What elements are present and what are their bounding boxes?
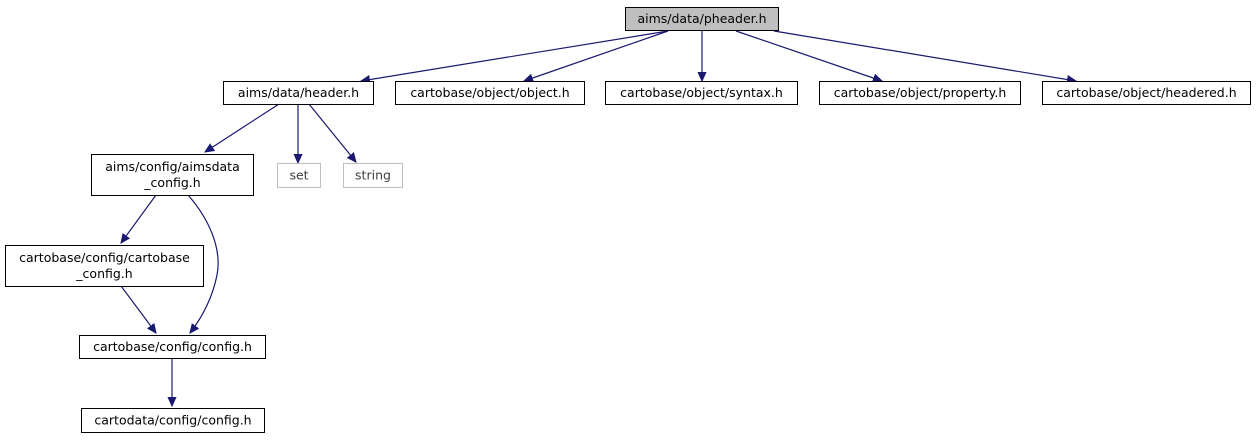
node-headered[interactable]: cartobase/object/headered.h [1042,81,1251,105]
node-label: set [289,168,308,183]
node-string: string [343,163,403,188]
edge-cartobase_config-to-cb_config [120,285,156,333]
node-pheader[interactable]: aims/data/pheader.h [625,7,779,31]
node-aimsdata_config[interactable]: aims/config/aimsdata_config.h [91,154,254,196]
node-box [819,81,1021,105]
node-cartobase_config[interactable]: cartobase/config/cartobase_config.h [5,245,204,287]
edge-aimsdata_config-to-cb_config [187,194,219,333]
node-box [277,163,321,188]
nodes-layer: aims/data/pheader.h aims/data/header.h car… [5,7,1251,433]
edge-header-to-string [308,103,356,162]
node-box [223,81,374,105]
edge-pheader-to-headered [773,30,1076,81]
node-set: set [277,163,321,188]
edge-pheader-to-property [735,30,882,81]
node-label: cartodata/config/config.h [94,413,251,428]
node-label: aims/data/header.h [238,85,359,100]
node-box [5,245,204,287]
node-box [395,81,585,105]
node-box [1042,81,1251,105]
node-label: _config.h [143,175,200,190]
node-property[interactable]: cartobase/object/property.h [819,81,1021,105]
node-label: aims/config/aimsdata [105,159,239,174]
node-cd_config[interactable]: cartodata/config/config.h [81,408,265,433]
node-header[interactable]: aims/data/header.h [223,81,374,105]
node-object[interactable]: cartobase/object/object.h [395,81,585,105]
node-box [91,154,254,196]
edge-aimsdata_config-to-cartobase_config [121,194,157,243]
node-label: cartobase/object/syntax.h [620,85,783,100]
edge-pheader-to-header [361,30,669,81]
node-label: cartobase/config/cartobase [19,250,190,265]
node-label: aims/data/pheader.h [637,11,766,26]
node-box [81,408,265,433]
node-label: cartobase/config/config.h [93,339,252,354]
edges-layer [120,30,1076,406]
node-box [79,335,266,359]
edge-header-to-aimsdata_config [205,103,280,152]
edge-pheader-to-object [524,30,669,81]
node-label: cartobase/object/object.h [410,85,569,100]
node-label: string [355,168,391,183]
node-box [605,81,798,105]
node-box [625,7,779,31]
node-label: cartobase/object/headered.h [1056,85,1236,100]
node-box [343,163,403,188]
node-label: _config.h [75,266,132,281]
node-cb_config[interactable]: cartobase/config/config.h [79,335,266,359]
node-syntax[interactable]: cartobase/object/syntax.h [605,81,798,105]
node-label: cartobase/object/property.h [834,85,1007,100]
